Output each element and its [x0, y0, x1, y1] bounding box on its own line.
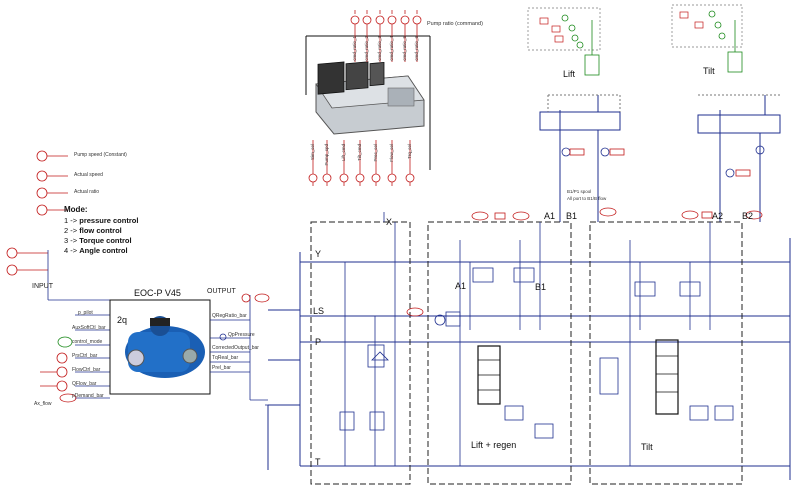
- pump-output-label: CorrectedOutput_bar: [212, 345, 259, 351]
- pump-ratio-label: Pump ratio (command): [427, 21, 483, 27]
- actuator-line-sensors: [561, 145, 765, 178]
- mode-item-2: 2 -> flow control: [64, 226, 122, 235]
- pump-input-label: AuxSoftCtl_bar: [72, 325, 106, 331]
- tilt-section-label: Tilt: [641, 442, 653, 452]
- tilt-actuator-label: Tilt: [703, 66, 715, 76]
- pump-input-bus: [47, 250, 110, 399]
- pump-title: EOC-P V45: [134, 288, 181, 298]
- ecu-bottom-pin-label: Sim_sel: [310, 144, 315, 161]
- input-label: INPUT: [32, 283, 53, 290]
- line-label-t: T: [315, 457, 321, 467]
- port-b2-top: B2: [742, 211, 754, 221]
- section-boxes: [310, 221, 743, 485]
- pump-output-bus: [210, 295, 271, 406]
- pump-input-label: PrsCtrl_bar: [72, 353, 98, 359]
- ecu-bottom-pin-label: Flow_sel: [389, 144, 394, 162]
- tilt-section-components: [599, 222, 734, 466]
- x-marker: X: [386, 217, 393, 227]
- pump-size-label: 2q: [117, 315, 128, 325]
- inlet-section-box: [310, 221, 411, 485]
- ecu-top-pin-label: cmd_ratio_3: [377, 36, 382, 61]
- port-a1-inner: A1: [455, 281, 467, 291]
- ecu-top-pin-label: cmd_ratio_4: [389, 36, 394, 61]
- port-b1-top: B1: [566, 211, 578, 221]
- ecu-top-pin-label: cmd_ratio_1: [352, 36, 357, 61]
- mode-title: Mode:: [64, 205, 88, 214]
- pump-input-label: QFlow_bar: [72, 381, 97, 387]
- ecu-bottom-pin-label: Trq_sel: [407, 144, 412, 159]
- line-label-ls: LS: [313, 306, 325, 316]
- ecu-bottom-pin-label: Tilt_cmd: [357, 144, 362, 161]
- top-note-1: B1/P1 spool: [567, 189, 592, 194]
- line-label-p: P: [315, 337, 322, 347]
- ecu-top-pin-label: cmd_ratio_5: [402, 36, 407, 61]
- main-lines: [267, 238, 791, 480]
- pump-input-tags: [40, 336, 77, 403]
- pump-input-label: Ax_flow: [34, 401, 52, 407]
- pump-speed-label: Pump speed (Constant): [74, 152, 127, 158]
- pump-box: [109, 299, 211, 395]
- mode-item-1: 1 -> pressure control: [64, 216, 139, 225]
- pump-image: [125, 316, 205, 378]
- port-signal-tags: [406, 207, 763, 317]
- port-b1-inner: B1: [535, 282, 547, 292]
- lift-section-components: [434, 222, 554, 466]
- actual-ratio-label: Actual ratio: [74, 189, 100, 195]
- pump-input-label: p_pilot: [78, 310, 93, 316]
- pump-input-label: FlowCtrl_bar: [72, 367, 101, 373]
- pump-output-label: Prel_bar: [212, 365, 231, 371]
- pump-input-label: pDemand_bar: [72, 393, 104, 399]
- tilt-actuator: [671, 4, 781, 138]
- ecu-bottom-pin-label: Pres_sel: [373, 144, 378, 162]
- mode-item-4: 4 -> Angle control: [64, 246, 128, 255]
- pump-output-tags: [241, 293, 270, 303]
- ecu-top-pin-label: cmd_ratio_2: [364, 36, 369, 61]
- ecu-bottom-pins: [308, 140, 415, 186]
- pump-output-label: QpPressure: [228, 332, 255, 338]
- ecu-top-pins: [350, 10, 422, 62]
- top-note-2: All port to B1/B flow: [567, 196, 607, 201]
- lift-section-box: [427, 221, 572, 485]
- ecu-unit-image: [315, 61, 425, 135]
- ecu-block: [305, 10, 431, 186]
- port-a2-top: A2: [712, 211, 724, 221]
- pump-output-label: TqReal_bar: [212, 355, 239, 361]
- lift-actuator: [527, 7, 621, 135]
- pump-output-label: QRegRatio_bar: [212, 313, 247, 319]
- tilt-section-box: [589, 221, 743, 485]
- lift-actuator-label: Lift: [563, 69, 576, 79]
- left-input-sensors: [6, 150, 68, 276]
- port-a1-top: A1: [544, 211, 556, 221]
- ecu-top-pin-label: cmd_ratio_6: [414, 36, 419, 61]
- mode-item-3: 3 -> Torque control: [64, 236, 132, 245]
- line-label-y: Y: [315, 249, 322, 259]
- actual-speed-label: Actual speed: [74, 172, 103, 178]
- ecu-bottom-pin-label: Pump_spd: [324, 144, 329, 166]
- mode-legend: Mode: 1 -> pressure control 2 -> flow co…: [64, 206, 138, 256]
- inlet-section-components: [339, 212, 396, 466]
- output-label: OUTPUT: [207, 288, 236, 295]
- pump-input-label: control_mode: [72, 339, 103, 345]
- lift-section-label: Lift + regen: [471, 440, 517, 450]
- ecu-bottom-pin-label: Lift_cmd: [341, 144, 346, 162]
